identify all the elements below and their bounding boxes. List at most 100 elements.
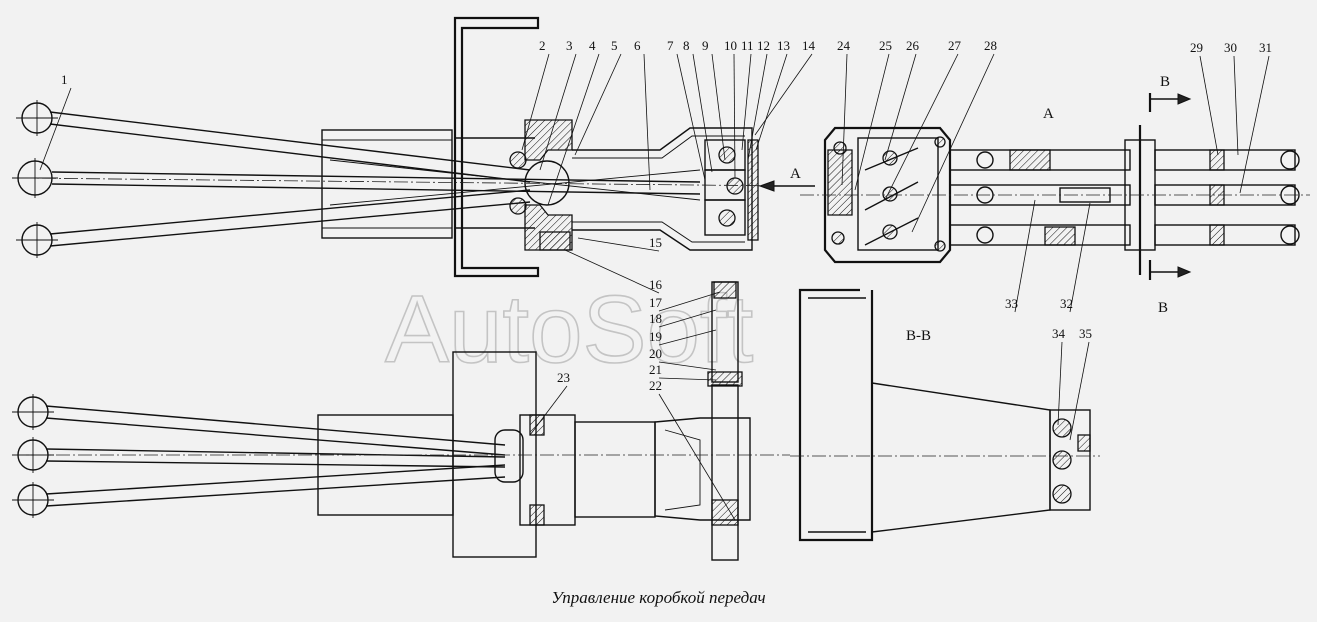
callout-18: 18 [649, 309, 717, 328]
callout-1: 1 [39, 72, 72, 171]
callout-24: 24 [837, 38, 851, 186]
callout-number: 31 [1259, 40, 1272, 55]
callout-10: 10 [724, 38, 737, 179]
callout-17: 17 [649, 291, 721, 312]
callout-leader [841, 53, 848, 186]
callout-number: 34 [1052, 326, 1066, 341]
view-a-arrow: A [758, 166, 815, 192]
figure-caption: Управление коробкой передач [551, 588, 766, 607]
callout-21: 21 [649, 362, 717, 381]
callout-number: 29 [1190, 40, 1203, 55]
callout-leader [658, 377, 717, 381]
callout-leader [547, 53, 600, 206]
watermark: AutoSoft [385, 276, 753, 383]
callout-leader [884, 53, 959, 201]
callout-number: 5 [611, 38, 618, 53]
callout-number: 6 [634, 38, 641, 53]
callout-leader [884, 53, 917, 161]
callout-3: 3 [539, 38, 577, 171]
callout-number: 15 [649, 235, 662, 250]
callout-leader [676, 53, 706, 181]
callout-leader [692, 53, 713, 173]
callout-number: 14 [802, 38, 816, 53]
callout-leader [521, 53, 550, 151]
callout-number: 8 [683, 38, 690, 53]
callout-leader [733, 53, 736, 179]
callout-34: 34 [1052, 326, 1066, 426]
callout-leader [755, 53, 788, 151]
section-mark-top: B [1160, 74, 1170, 90]
callout-number: 18 [649, 311, 662, 326]
callout-11: 11 [741, 38, 754, 151]
callout-number: 19 [649, 329, 662, 344]
callout-number: 21 [649, 362, 662, 377]
callout-leader [658, 329, 717, 346]
callout-8: 8 [683, 38, 713, 173]
callout-32: 32 [1060, 202, 1091, 313]
callout-leader [741, 53, 752, 151]
callout-27: 27 [884, 38, 962, 201]
callout-4: 4 [547, 38, 600, 206]
callout-14: 14 [754, 38, 816, 136]
callout-33: 33 [1005, 199, 1036, 313]
callout-number: 1 [61, 72, 68, 87]
callout-leader [658, 309, 717, 328]
callout-leader [529, 385, 568, 436]
callout-number: 3 [566, 38, 573, 53]
callout-31: 31 [1239, 40, 1272, 194]
callout-leader [564, 249, 660, 294]
view-a-title: A [1043, 106, 1054, 122]
callout-leader [1233, 55, 1239, 156]
callout-leader [1069, 341, 1090, 441]
callout-leader [39, 87, 72, 171]
callout-26: 26 [884, 38, 920, 161]
callout-number: 12 [757, 38, 770, 53]
callout-leader [1014, 199, 1036, 313]
callout-19: 19 [649, 329, 717, 346]
callout-leader [658, 291, 721, 312]
callout-16: 16 [564, 249, 663, 294]
callout-number: 32 [1060, 296, 1073, 311]
callout-number: 25 [879, 38, 892, 53]
callout-5: 5 [574, 38, 622, 156]
callout-leader [577, 237, 660, 252]
callout-23: 23 [529, 370, 570, 436]
callout-number: 27 [948, 38, 962, 53]
lever-knobs-bottom [12, 394, 54, 518]
callout-15: 15 [577, 235, 662, 252]
callout-leader [539, 53, 577, 171]
callout-leader [911, 53, 995, 233]
callout-leader [574, 53, 622, 156]
callout-leader [711, 53, 726, 161]
callout-28: 28 [911, 38, 997, 233]
callout-9: 9 [702, 38, 726, 161]
callout-29: 29 [1190, 40, 1219, 156]
callout-leader [643, 53, 651, 191]
section-b-b-title: B-B [906, 328, 931, 344]
callout-2: 2 [521, 38, 550, 151]
callout-number: 23 [557, 370, 570, 385]
callout-leader [854, 53, 890, 191]
callout-leader [658, 361, 717, 371]
callout-leader [747, 53, 768, 161]
callout-leader [1057, 341, 1063, 426]
callout-30: 30 [1224, 40, 1239, 156]
callout-number: 20 [649, 346, 662, 361]
callout-number: 28 [984, 38, 997, 53]
callout-leader [658, 393, 736, 521]
callout-13: 13 [755, 38, 790, 151]
lever-rods-top [49, 111, 701, 247]
callout-number: 4 [589, 38, 596, 53]
callout-number: 13 [777, 38, 790, 53]
callout-number: 9 [702, 38, 709, 53]
view-a-arrow-label: A [790, 166, 801, 182]
callout-leader [754, 53, 813, 136]
callout-number: 35 [1079, 326, 1092, 341]
callout-leader [1069, 202, 1091, 313]
callout-35: 35 [1069, 326, 1092, 441]
callout-number: 30 [1224, 40, 1237, 55]
view-a: A B B [800, 74, 1310, 316]
callout-25: 25 [854, 38, 892, 191]
callout-12: 12 [747, 38, 770, 161]
